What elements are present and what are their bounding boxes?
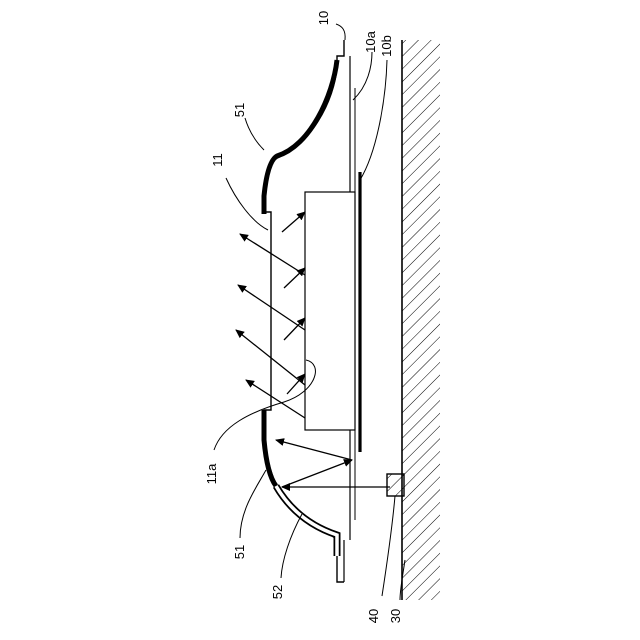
ref-label-11: 11 xyxy=(210,153,225,167)
print-layer-51-upper xyxy=(264,60,337,214)
ray-short-3 xyxy=(284,268,305,288)
ref-label-52: 52 xyxy=(270,585,285,599)
ray-short-2 xyxy=(284,318,305,340)
leader-10 xyxy=(336,24,345,40)
ray-up-4 xyxy=(240,234,305,275)
ray-short-4 xyxy=(282,212,305,232)
base-wall-30 xyxy=(402,40,440,600)
ref-label-11a: 11a xyxy=(204,463,219,484)
panel-11 xyxy=(305,192,355,430)
light-source-40 xyxy=(387,474,404,496)
ray-reflected-1 xyxy=(282,460,352,487)
ref-label-10a: 10a xyxy=(363,30,378,52)
leader-40 xyxy=(382,496,395,596)
ref-label-51-lower: 51 xyxy=(232,545,247,559)
ref-label-40: 40 xyxy=(366,609,381,623)
print-layer-51-lower xyxy=(264,410,276,486)
leader-10a xyxy=(353,52,372,100)
ref-label-10b: 10b xyxy=(379,35,394,57)
leader-10b xyxy=(360,60,387,180)
leader-52 xyxy=(281,514,302,578)
leader-51-lower xyxy=(240,470,266,538)
leader-51-upper xyxy=(245,118,264,150)
ray-reflected-2 xyxy=(276,440,352,460)
ref-label-51-upper: 51 xyxy=(232,103,247,117)
ref-label-10: 10 xyxy=(316,11,331,25)
ref-label-30: 30 xyxy=(388,609,403,623)
